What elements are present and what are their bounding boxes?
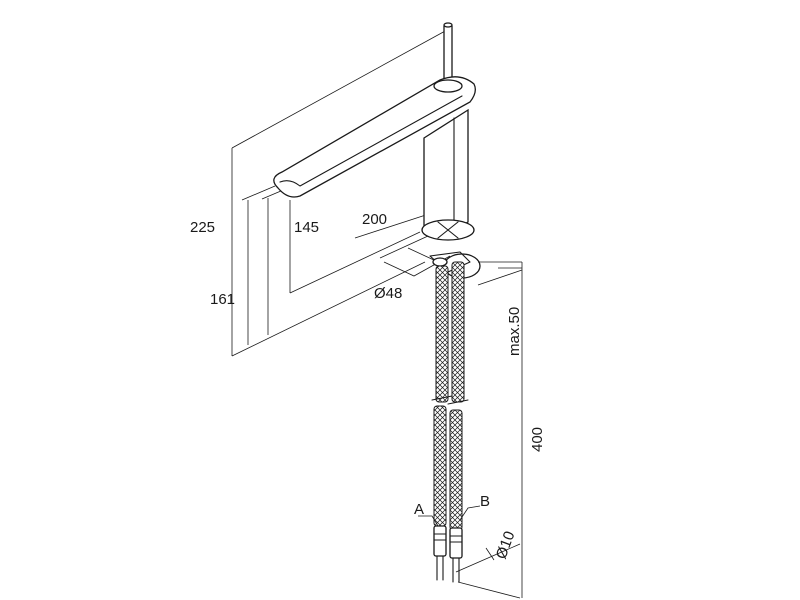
- faucet-body: [273, 22, 481, 279]
- hoses: [418, 261, 481, 583]
- label-hose-b: B: [480, 493, 490, 510]
- dim-hose-length: 400: [529, 427, 546, 452]
- dim-base-diameter: Ø48: [374, 285, 402, 302]
- dim-225: 225: [190, 219, 215, 236]
- dim-200: 200: [362, 211, 387, 228]
- dim-145: 145: [294, 219, 319, 236]
- dimension-frame: [231, 29, 451, 357]
- dim-hose-diameter: Ø10: [493, 529, 519, 561]
- dim-161: 161: [210, 291, 235, 308]
- right-dimensions: [455, 261, 523, 599]
- label-hose-a: A: [414, 501, 424, 518]
- dim-deck-thickness: max.50: [506, 307, 523, 356]
